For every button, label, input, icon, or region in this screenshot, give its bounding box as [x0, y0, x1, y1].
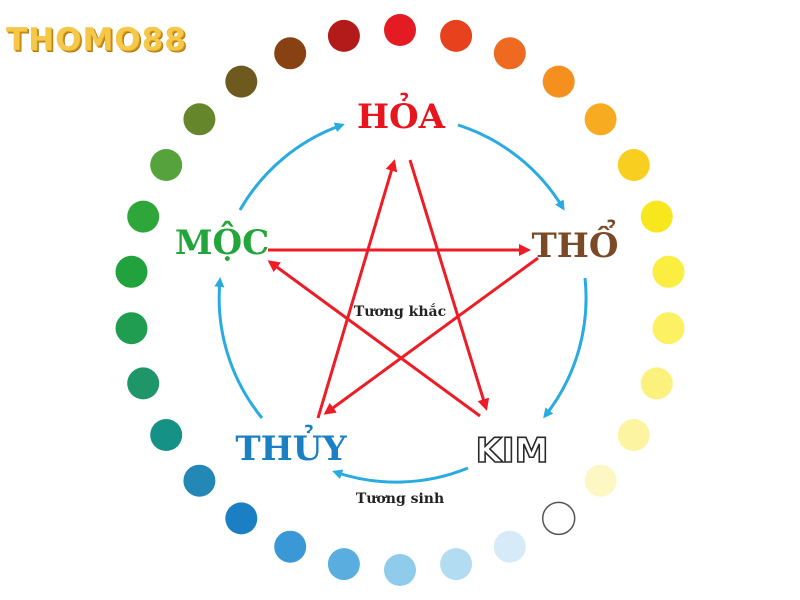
arrow-hoa-to-tho	[457, 123, 565, 211]
color-dot	[384, 554, 416, 586]
color-dot	[150, 419, 183, 451]
color-dot	[640, 200, 673, 233]
arrow-moc-to-hoa	[238, 122, 345, 211]
element-hoa: HỎA	[356, 97, 446, 137]
element-kim: KIM	[475, 430, 549, 472]
color-dot	[440, 19, 473, 52]
color-dot	[115, 312, 148, 345]
color-dot	[384, 14, 416, 46]
element-thuy: THỦY	[235, 429, 347, 469]
color-dot	[327, 19, 360, 52]
color-dot	[584, 103, 617, 136]
color-dot	[493, 37, 526, 70]
color-dot	[652, 255, 685, 288]
arrow-kim-to-thuy	[332, 466, 469, 484]
color-dot	[493, 530, 526, 563]
color-dot	[640, 367, 673, 400]
element-moc: MỘC	[174, 223, 270, 263]
color-dot	[274, 37, 307, 70]
color-dot	[541, 501, 576, 536]
color-dot	[150, 149, 183, 181]
color-dot	[542, 65, 575, 98]
element-tho: THỔ	[531, 226, 619, 266]
color-dot	[115, 255, 148, 288]
color-dot	[440, 548, 473, 581]
color-dot	[225, 65, 258, 98]
color-dot	[127, 200, 160, 233]
arrow-kim-to-moc	[267, 260, 481, 418]
arrow-thuy-to-moc	[214, 277, 264, 419]
color-dot	[652, 312, 685, 345]
label-tuong-khac: Tương khắc	[353, 304, 447, 320]
arrow-hoa-to-kim	[408, 159, 490, 411]
color-dot	[584, 464, 617, 497]
color-dot	[274, 530, 307, 563]
color-dot	[225, 502, 258, 535]
color-dot	[183, 464, 216, 497]
color-dot	[127, 367, 160, 400]
color-dot	[327, 548, 360, 581]
arrow-tho-to-kim	[543, 277, 588, 419]
label-tuong-sinh: Tương sinh	[355, 491, 445, 507]
color-dot	[617, 149, 650, 181]
arrow-tho-to-thuy	[323, 256, 539, 415]
color-dot	[183, 103, 216, 136]
brand-logo: THOMO88	[6, 22, 187, 58]
color-dot	[617, 419, 650, 451]
arrow-thuy-to-hoa	[316, 159, 398, 419]
